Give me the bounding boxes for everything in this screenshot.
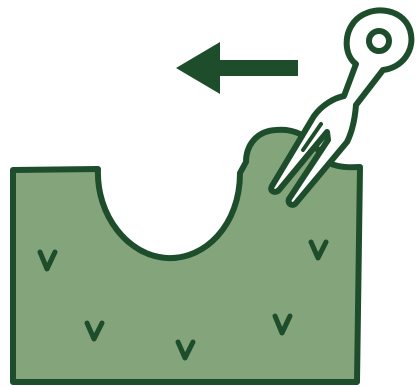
arrow-left-icon — [176, 42, 298, 94]
handle-hole — [369, 31, 389, 51]
